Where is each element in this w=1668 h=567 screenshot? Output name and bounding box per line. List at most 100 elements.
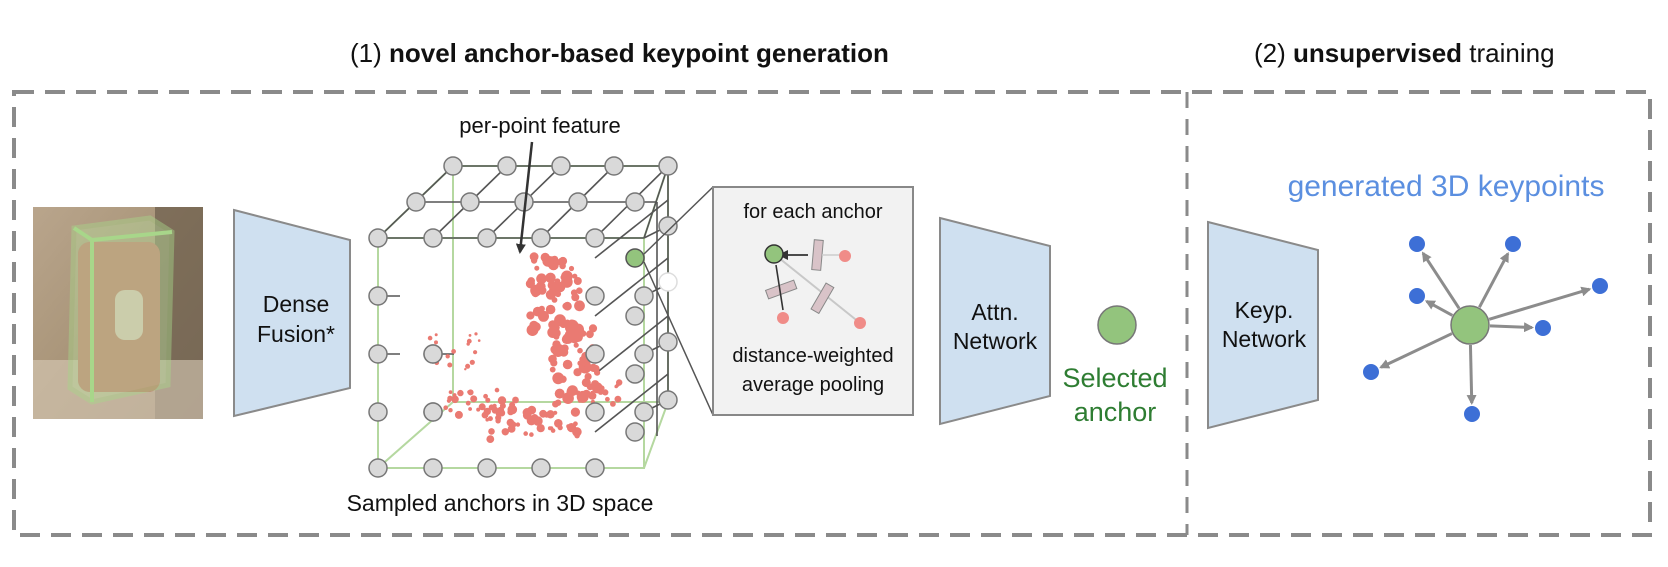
anchor-node [497, 156, 517, 176]
cloud-point [572, 273, 578, 279]
keypoint-node [1592, 278, 1608, 294]
cloud-point [584, 373, 592, 381]
zoom-line-top [643, 186, 714, 255]
anchor-node [585, 286, 605, 306]
cloud-point [488, 428, 495, 435]
attn-network-label-1: Attn. [971, 299, 1018, 325]
cloud-point [447, 362, 453, 368]
anchor-node [658, 216, 678, 236]
dense-fusion-label-1: Dense [263, 291, 329, 317]
cloud-point [597, 389, 604, 395]
dashed-frame [12, 90, 1652, 537]
cloud-point [579, 356, 586, 363]
cloud-point [469, 359, 475, 365]
pooling-inset: for each anchor distance-weighted averag… [712, 186, 914, 416]
anchor-node [634, 344, 654, 364]
cloud-point [476, 407, 481, 412]
cloud-point [464, 368, 467, 371]
cloud-point [592, 364, 600, 373]
anchor-node [634, 402, 654, 422]
cloud-point [497, 396, 507, 405]
anchor-node [460, 192, 480, 212]
cloud-point [548, 354, 557, 364]
anchor-node [634, 286, 654, 306]
dense-fusion-block [233, 208, 351, 418]
cloud-point [573, 277, 582, 285]
cloud-point [474, 332, 478, 336]
anchor-node [625, 364, 645, 384]
stage2-heading: (2) unsupervised training [1254, 38, 1555, 68]
pooling-label-2: average pooling [742, 374, 884, 396]
cloud-point [570, 407, 581, 417]
cloud-point [615, 383, 620, 387]
anchor-node [477, 228, 497, 248]
cloud-point [445, 354, 450, 359]
cloud-point [483, 393, 488, 399]
anchor-node [658, 332, 678, 352]
cloud-point [575, 390, 581, 396]
cloud-point [566, 424, 571, 429]
anchor-node [368, 286, 388, 306]
anchor-node [531, 458, 551, 478]
selected-anchor-node [1097, 305, 1137, 345]
cloud-point [486, 435, 495, 443]
per-point-feature-label: per-point feature [459, 113, 620, 138]
cloud-point [465, 400, 471, 406]
keypoint-node [1505, 236, 1521, 252]
cloud-point [447, 395, 453, 401]
cloud-point [492, 403, 497, 408]
cloud-point [427, 335, 433, 341]
cloud-point [448, 390, 453, 394]
anchor-grid [368, 156, 678, 478]
cloud-point [536, 424, 545, 433]
cloud-point [512, 396, 519, 404]
cloud-point [530, 257, 538, 264]
anchor-node [625, 422, 645, 442]
anchor-node [585, 458, 605, 478]
cloud-point [531, 414, 539, 422]
cloud-point [473, 350, 478, 355]
anchor-node [406, 192, 426, 212]
anchor-node [585, 228, 605, 248]
anchor-node [658, 156, 678, 176]
cloud-point [452, 393, 457, 397]
cloud-point [434, 340, 438, 345]
cloud-point [553, 333, 560, 340]
cloud-point [557, 258, 566, 266]
keyp-network-label-1: Keyp. [1235, 297, 1294, 323]
stage1-heading: (1) novel anchor-based keypoint generati… [350, 38, 889, 68]
anchor-node [423, 344, 443, 364]
cloud-point [531, 322, 541, 332]
keypoint-arrow [1488, 286, 1592, 321]
cloud-point [574, 300, 585, 312]
keypoint-arrow [1421, 251, 1461, 310]
anchor-node [368, 402, 388, 422]
cloud-point [586, 330, 594, 339]
cloud-point [535, 281, 546, 292]
cloud-point [590, 390, 594, 395]
keypoint-arrow [1489, 322, 1535, 333]
cloud-point [526, 311, 535, 320]
cloud-point [468, 407, 472, 411]
cloud-point [501, 428, 509, 436]
cloud-point [507, 425, 516, 433]
keyp-network-label-2: Network [1222, 326, 1307, 352]
cloud-point [451, 349, 456, 354]
cloud-point [554, 314, 566, 327]
anchor-node [368, 458, 388, 478]
anchor-node [477, 458, 497, 478]
cloud-point [470, 395, 478, 403]
cloud-point [498, 409, 506, 417]
keypoint-node [1363, 364, 1379, 380]
anchor-node [568, 192, 588, 212]
cloud-point [605, 396, 610, 402]
cloud-point [506, 418, 515, 427]
cloud-point [602, 389, 609, 396]
cloud-point [547, 280, 557, 290]
cloud-point [532, 306, 543, 317]
cloud-point [561, 276, 573, 288]
cloud-point [494, 387, 500, 393]
cloud-point [546, 410, 555, 419]
sampled-anchors-label: Sampled anchors in 3D space [347, 490, 654, 516]
